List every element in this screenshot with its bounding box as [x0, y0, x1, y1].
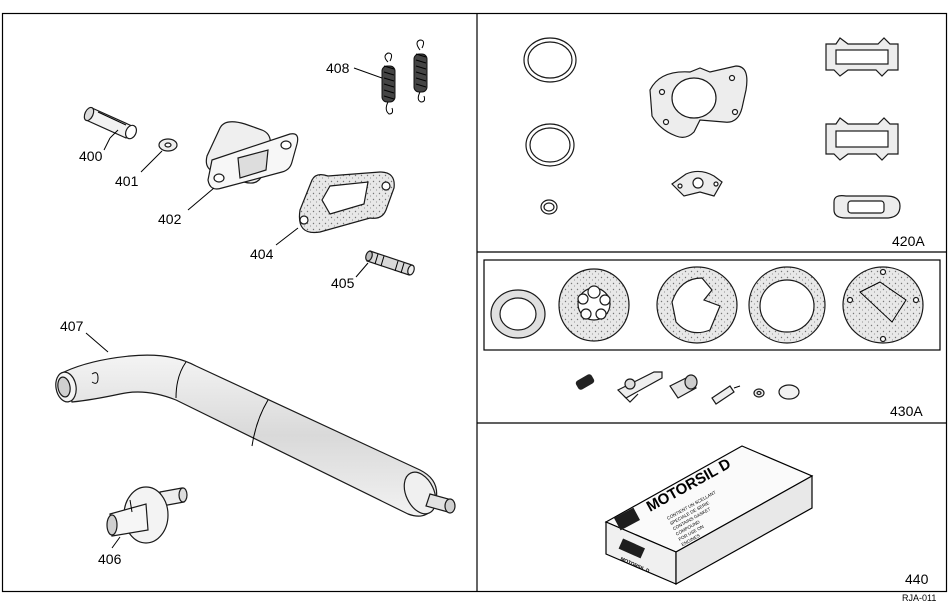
reference-code: RJA-011: [902, 593, 936, 603]
kit-430A-small-parts: [575, 371, 800, 405]
kit-420A-gaskets: [523, 37, 901, 219]
label-402: 402: [158, 211, 182, 227]
part-440-sealant-box: MOTORSIL D CONTIENT UN SCELLANT SPECIALE…: [604, 445, 814, 586]
part-404-gasket: [298, 171, 395, 234]
outer-frame: [1, 12, 948, 593]
label-406: 406: [98, 551, 122, 567]
part-401-washer: [158, 138, 178, 152]
label-401: 401: [115, 173, 139, 189]
label-400: 400: [79, 148, 103, 164]
part-405-stud: [365, 250, 415, 276]
label-407: 407: [60, 318, 84, 334]
part-406-connector: [106, 486, 188, 544]
label-420A: 420A: [892, 233, 925, 249]
part-408-springs: [381, 39, 428, 115]
part-400-pin: [83, 106, 138, 140]
part-402-flange: [205, 121, 299, 190]
label-440: 440: [905, 571, 929, 587]
label-405: 405: [331, 275, 355, 291]
part-407-exhaust-pipe: [55, 354, 456, 517]
label-404: 404: [250, 246, 274, 262]
label-430A: 430A: [890, 403, 923, 419]
kit-430A-diaphragms: [490, 266, 924, 344]
label-408: 408: [326, 60, 350, 76]
kit-430A-inner-frame: [483, 259, 941, 351]
